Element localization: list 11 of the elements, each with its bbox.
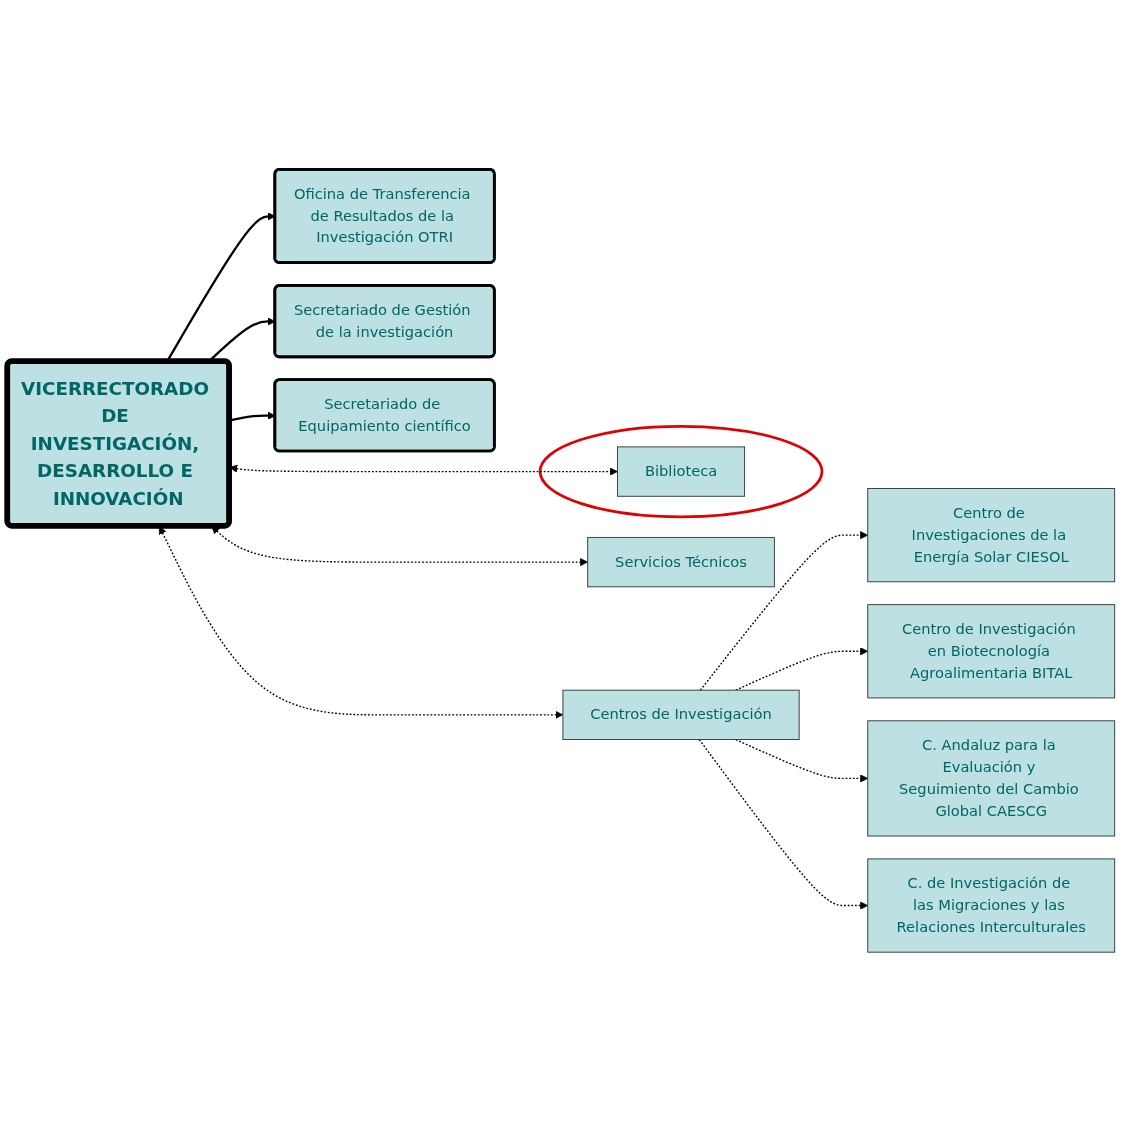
node-box: C. de Investigación de las Migraciones y las Relaciones Interculturales <box>867 858 1116 953</box>
node-box: Servicios Técnicos <box>587 537 775 588</box>
node-box: Centros de Investigación <box>562 689 800 741</box>
node-box: Centro de Investigación en Biotecnología Agroalimentaria BITAL <box>867 604 1116 699</box>
node-box: Centro de Investigaciones de la Energía Solar CIESOL <box>867 488 1116 583</box>
arrow <box>698 739 869 910</box>
cluster <box>538 425 824 519</box>
node-box: C. Andaluz para la Evaluación y Seguimiento del Cambio Global CAESCG <box>867 720 1116 837</box>
arrow <box>699 531 869 692</box>
arrow <box>735 647 869 692</box>
node-box: Biblioteca <box>617 446 746 497</box>
